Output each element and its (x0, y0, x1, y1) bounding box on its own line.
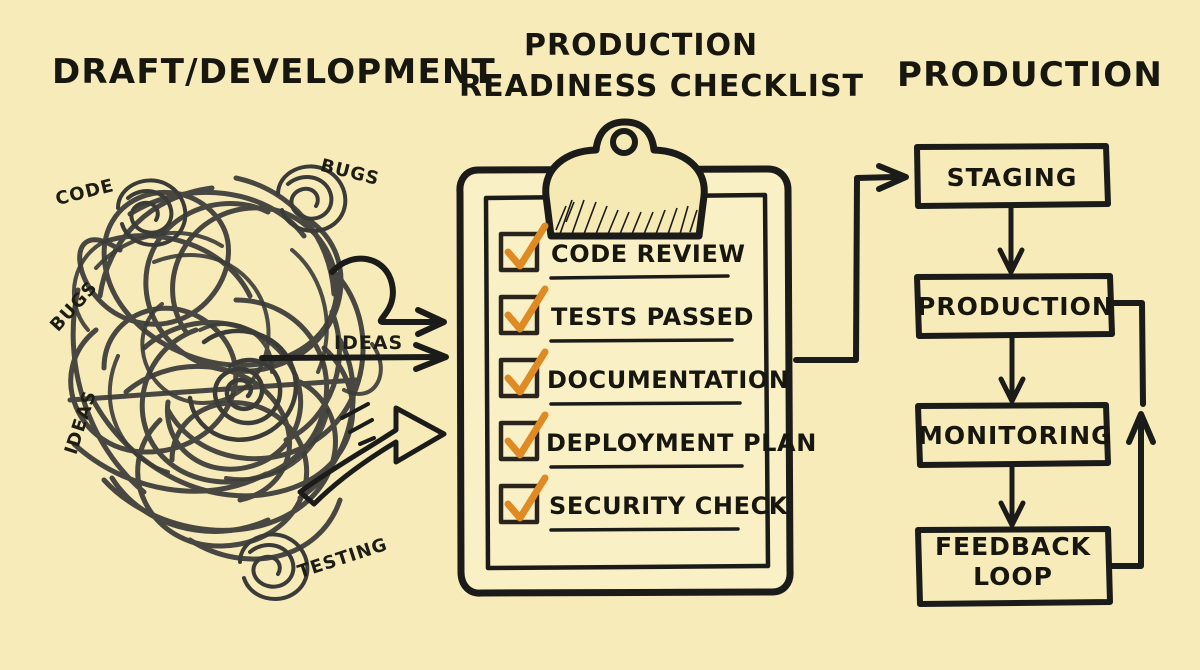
arrow-label-ideas: IDEAS (334, 332, 404, 354)
checkbox-2 (498, 285, 549, 336)
flow-node-label-feedback-line2: LOOP (973, 562, 1053, 591)
flow-node-label-monitoring: MONITORING (918, 421, 1113, 450)
checklist-item-label-5: SECURITY CHECK (549, 492, 789, 520)
checkbox-3 (498, 348, 549, 399)
page-title-right: PRODUCTION (897, 55, 1163, 95)
checkbox-4 (498, 411, 549, 462)
feedback-loop-connector (1107, 300, 1156, 569)
checklist-item-label-1: CODE REVIEW (551, 240, 746, 268)
page-title-center-line1: PRODUCTION (524, 28, 759, 63)
checkbox-5 (498, 474, 549, 525)
arrow-ideas-top (329, 255, 447, 337)
flow-boxes (914, 143, 1115, 607)
arrow-ideas-middle (259, 342, 449, 372)
checklist-underlines (549, 274, 744, 532)
checkbox-1 (498, 222, 549, 273)
arrow-checklist-to-staging (793, 163, 909, 363)
checklist-item-label-2: TESTS PASSED (551, 303, 755, 331)
arrow-ideas-bottom-outline (297, 402, 447, 507)
flow-node-label-staging: STAGING (946, 163, 1078, 192)
flow-node-label-feedback-line1: FEEDBACK (934, 532, 1092, 561)
checklist-marks (498, 222, 549, 525)
flow-arrows (997, 204, 1026, 528)
checklist-item-label-4: DEPLOYMENT PLAN (546, 429, 817, 457)
page-title-center-line2: READINESS CHECKLIST (459, 69, 865, 104)
checklist-item-label-3: DOCUMENTATION (547, 366, 790, 394)
flow-node-label-production: PRODUCTION (917, 292, 1114, 321)
page-title-left: DRAFT/DEVELOPMENT (52, 52, 496, 92)
